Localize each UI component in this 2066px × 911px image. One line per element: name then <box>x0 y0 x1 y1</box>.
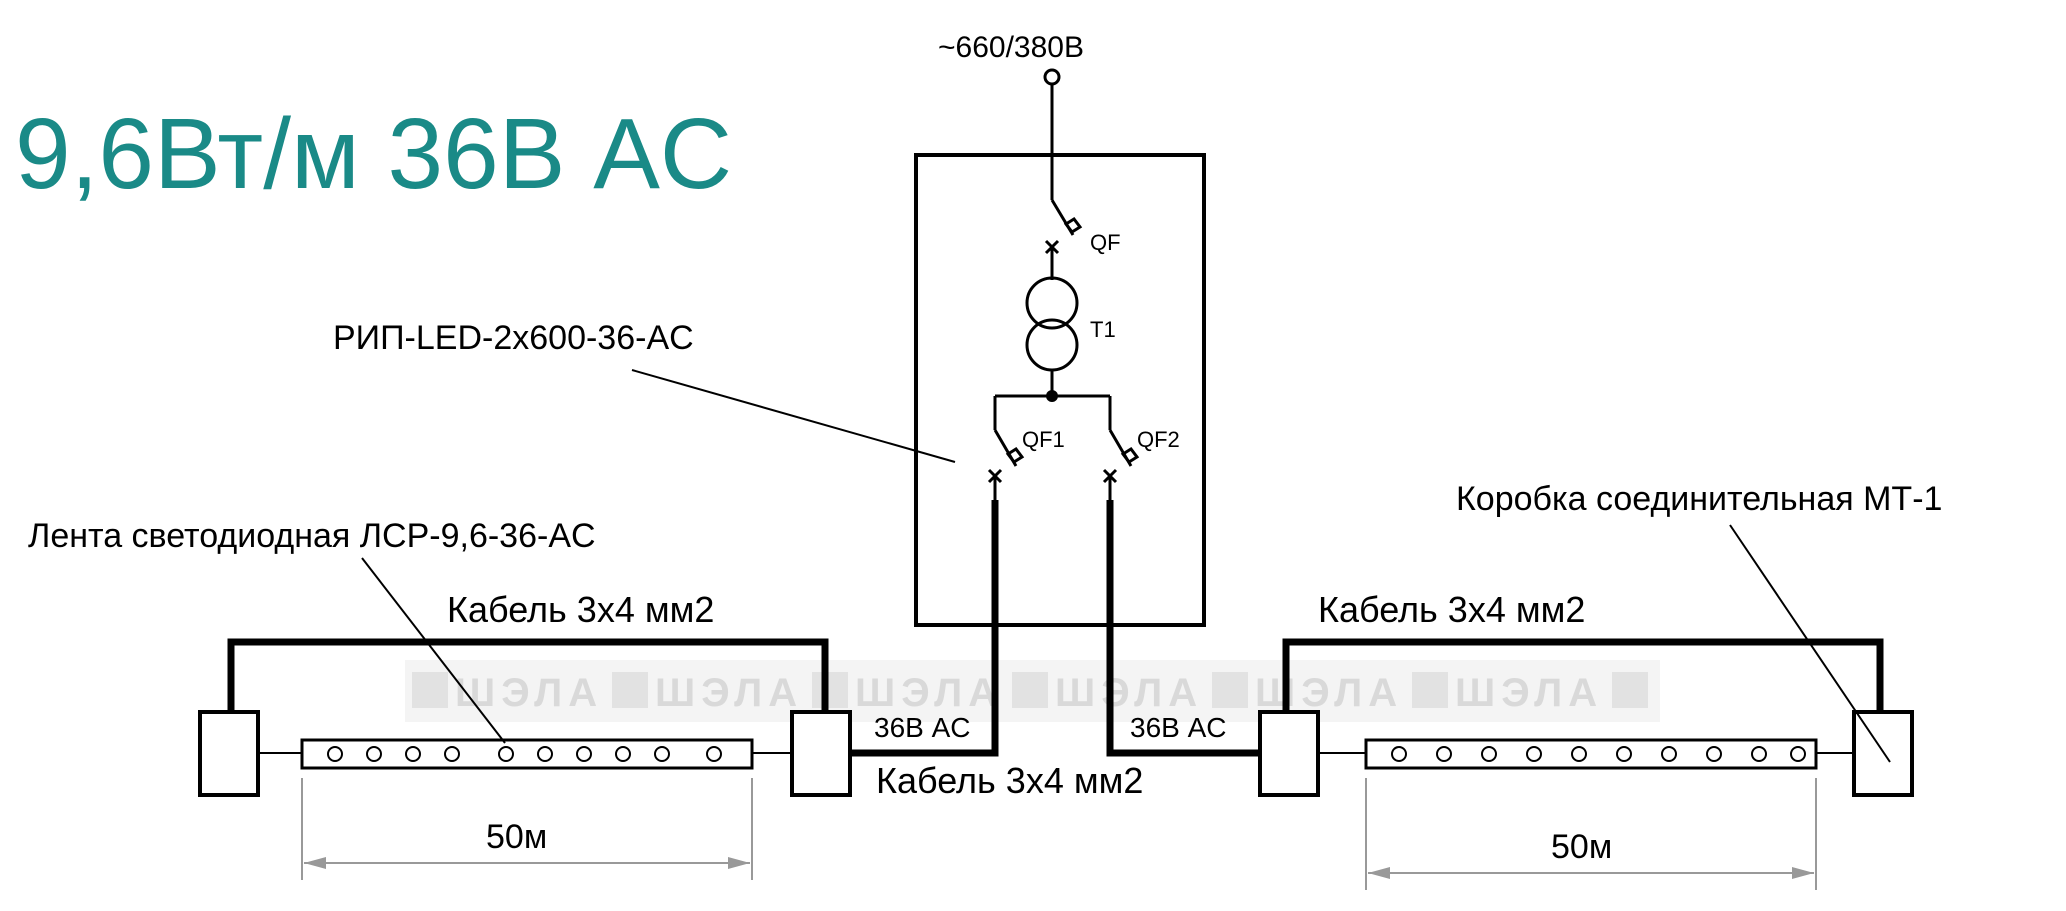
output-cable-right <box>1106 500 1260 757</box>
junction-box-right-end <box>1852 710 1914 797</box>
watermark: ШЭЛА ШЭЛА ШЭЛА ШЭЛА ШЭЛА ШЭЛА <box>405 660 1660 722</box>
watermark-logo-5: ШЭЛА <box>1212 671 1403 715</box>
watermark-logo-7 <box>1612 672 1648 708</box>
breaker-qf2-icon <box>1102 396 1140 500</box>
strip-leader-line <box>361 557 506 744</box>
dimension-left <box>301 778 753 880</box>
psu-cabinet <box>914 153 1206 627</box>
cable-label-bottom: Кабель 3х4 мм2 <box>876 760 1143 801</box>
junction-box-right-feed <box>1258 710 1320 797</box>
watermark-text: ШЭЛА <box>1055 671 1203 715</box>
breaker-qf1-icon <box>987 396 1025 500</box>
supply-terminal-icon <box>1043 68 1061 86</box>
voltage-label-right: 36В AC <box>1130 712 1227 743</box>
led-strip-left <box>300 738 754 770</box>
led-strip-right <box>1364 738 1818 770</box>
output-cable-left <box>845 500 999 757</box>
supply-voltage-label: ~660/380В <box>938 31 1084 64</box>
dimension-label-right: 50м <box>1551 828 1612 866</box>
voltage-label-left: 36В AC <box>874 712 971 743</box>
page-title: 9,6Вт/м 36В AC <box>15 98 732 210</box>
watermark-logo-6: ШЭЛА <box>1412 671 1603 715</box>
led-strip-label: Лента светодиодная ЛСР-9,6-36-AC <box>28 517 596 555</box>
dimension-label-left: 50м <box>486 818 547 856</box>
transformer-t1-label: T1 <box>1090 317 1116 342</box>
dimension-right <box>1365 778 1817 890</box>
breaker-qf-icon <box>1044 199 1083 280</box>
psu-leader-line <box>631 369 956 463</box>
psu-label: РИП-LED-2х600-36-AC <box>333 319 694 357</box>
watermark-text: ШЭЛА <box>1455 671 1603 715</box>
junction-box-label: Коробка соединительная МТ-1 <box>1456 480 1942 518</box>
cable-label-right: Кабель 3х4 мм2 <box>1318 589 1585 630</box>
watermark-text: ШЭЛА <box>855 671 1003 715</box>
junction-box-left-feed <box>790 710 852 797</box>
cable-label-left: Кабель 3х4 мм2 <box>447 589 714 630</box>
breaker-qf1-label: QF1 <box>1022 427 1065 452</box>
watermark-logo-3: ШЭЛА <box>812 671 1003 715</box>
watermark-text: ШЭЛА <box>655 671 803 715</box>
breaker-qf-label: QF <box>1090 230 1121 255</box>
watermark-logo-4: ШЭЛА <box>1012 671 1203 715</box>
watermark-logo-2: ШЭЛА <box>612 671 803 715</box>
breaker-qf2-label: QF2 <box>1137 427 1180 452</box>
junction-box-left-end <box>198 710 260 797</box>
watermark-text: ШЭЛА <box>1255 671 1403 715</box>
return-cable-right <box>1282 638 1884 712</box>
junction-box-leader-line <box>1729 524 1891 763</box>
return-cable-left <box>227 638 829 712</box>
transformer-t1-icon <box>1025 276 1079 396</box>
